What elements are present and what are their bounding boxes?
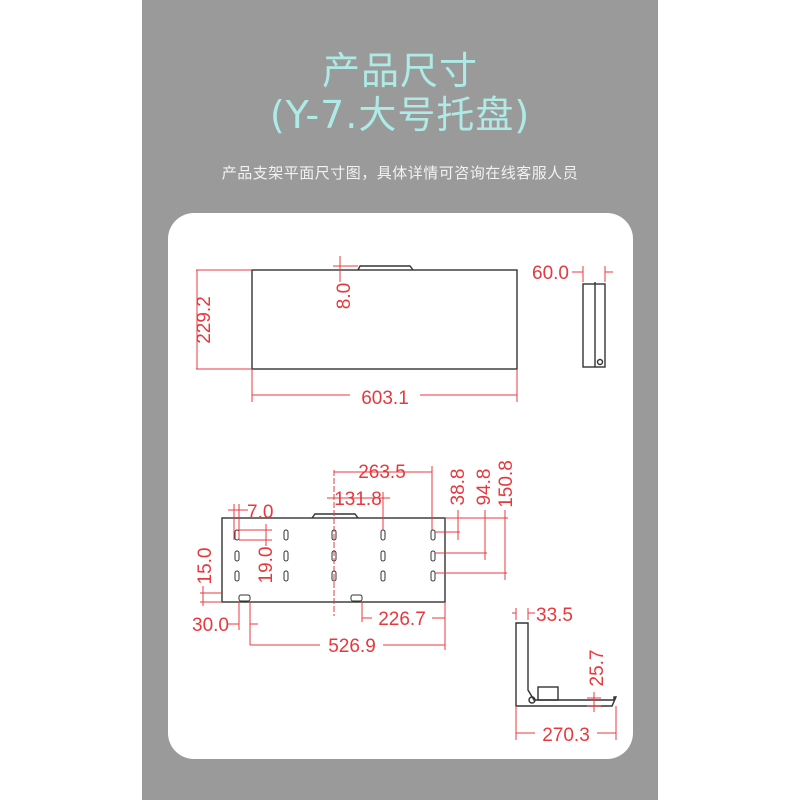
- side-view: 33.5 25.7 270.3: [512, 605, 618, 746]
- dim-height: 229.2: [194, 296, 215, 344]
- dim-tab-height: 8.0: [334, 283, 355, 309]
- dim-row1: 38.8: [448, 469, 469, 506]
- dim-row3: 150.8: [496, 460, 517, 508]
- dim-edge-offset: 15.0: [195, 548, 216, 585]
- side-profile: 60.0: [532, 263, 613, 368]
- dim-slot-width: 7.0: [247, 502, 273, 523]
- dim-wall-thickness: 33.5: [536, 605, 573, 626]
- subtitle: 产品支架平面尺寸图，具体详情可咨询在线客服人员: [221, 164, 579, 182]
- dim-foot-height: 25.7: [587, 650, 608, 687]
- dim-width: 603.1: [361, 388, 409, 409]
- drawing-card: [168, 213, 633, 759]
- dim-row2: 94.8: [474, 469, 495, 506]
- dim-left-foot: 30.0: [192, 615, 229, 636]
- model-title: (Y-7.大号托盘): [269, 93, 531, 137]
- dim-right-foot: 226.7: [378, 609, 426, 630]
- bottom-view: 263.5 131.8 7.0 19.0 15.0 38.8 94.8 150.…: [192, 460, 517, 657]
- dim-side-depth: 60.0: [532, 263, 569, 284]
- top-view: 229.2 8.0 603.1: [194, 256, 518, 409]
- dim-foot-span: 526.9: [328, 636, 376, 657]
- dim-slot-pitch: 19.0: [256, 547, 277, 584]
- page-title: 产品尺寸: [321, 49, 478, 93]
- dim-slot-offset: 131.8: [334, 489, 382, 510]
- dim-slot-span: 263.5: [358, 462, 406, 483]
- dim-base-length: 270.3: [542, 725, 590, 746]
